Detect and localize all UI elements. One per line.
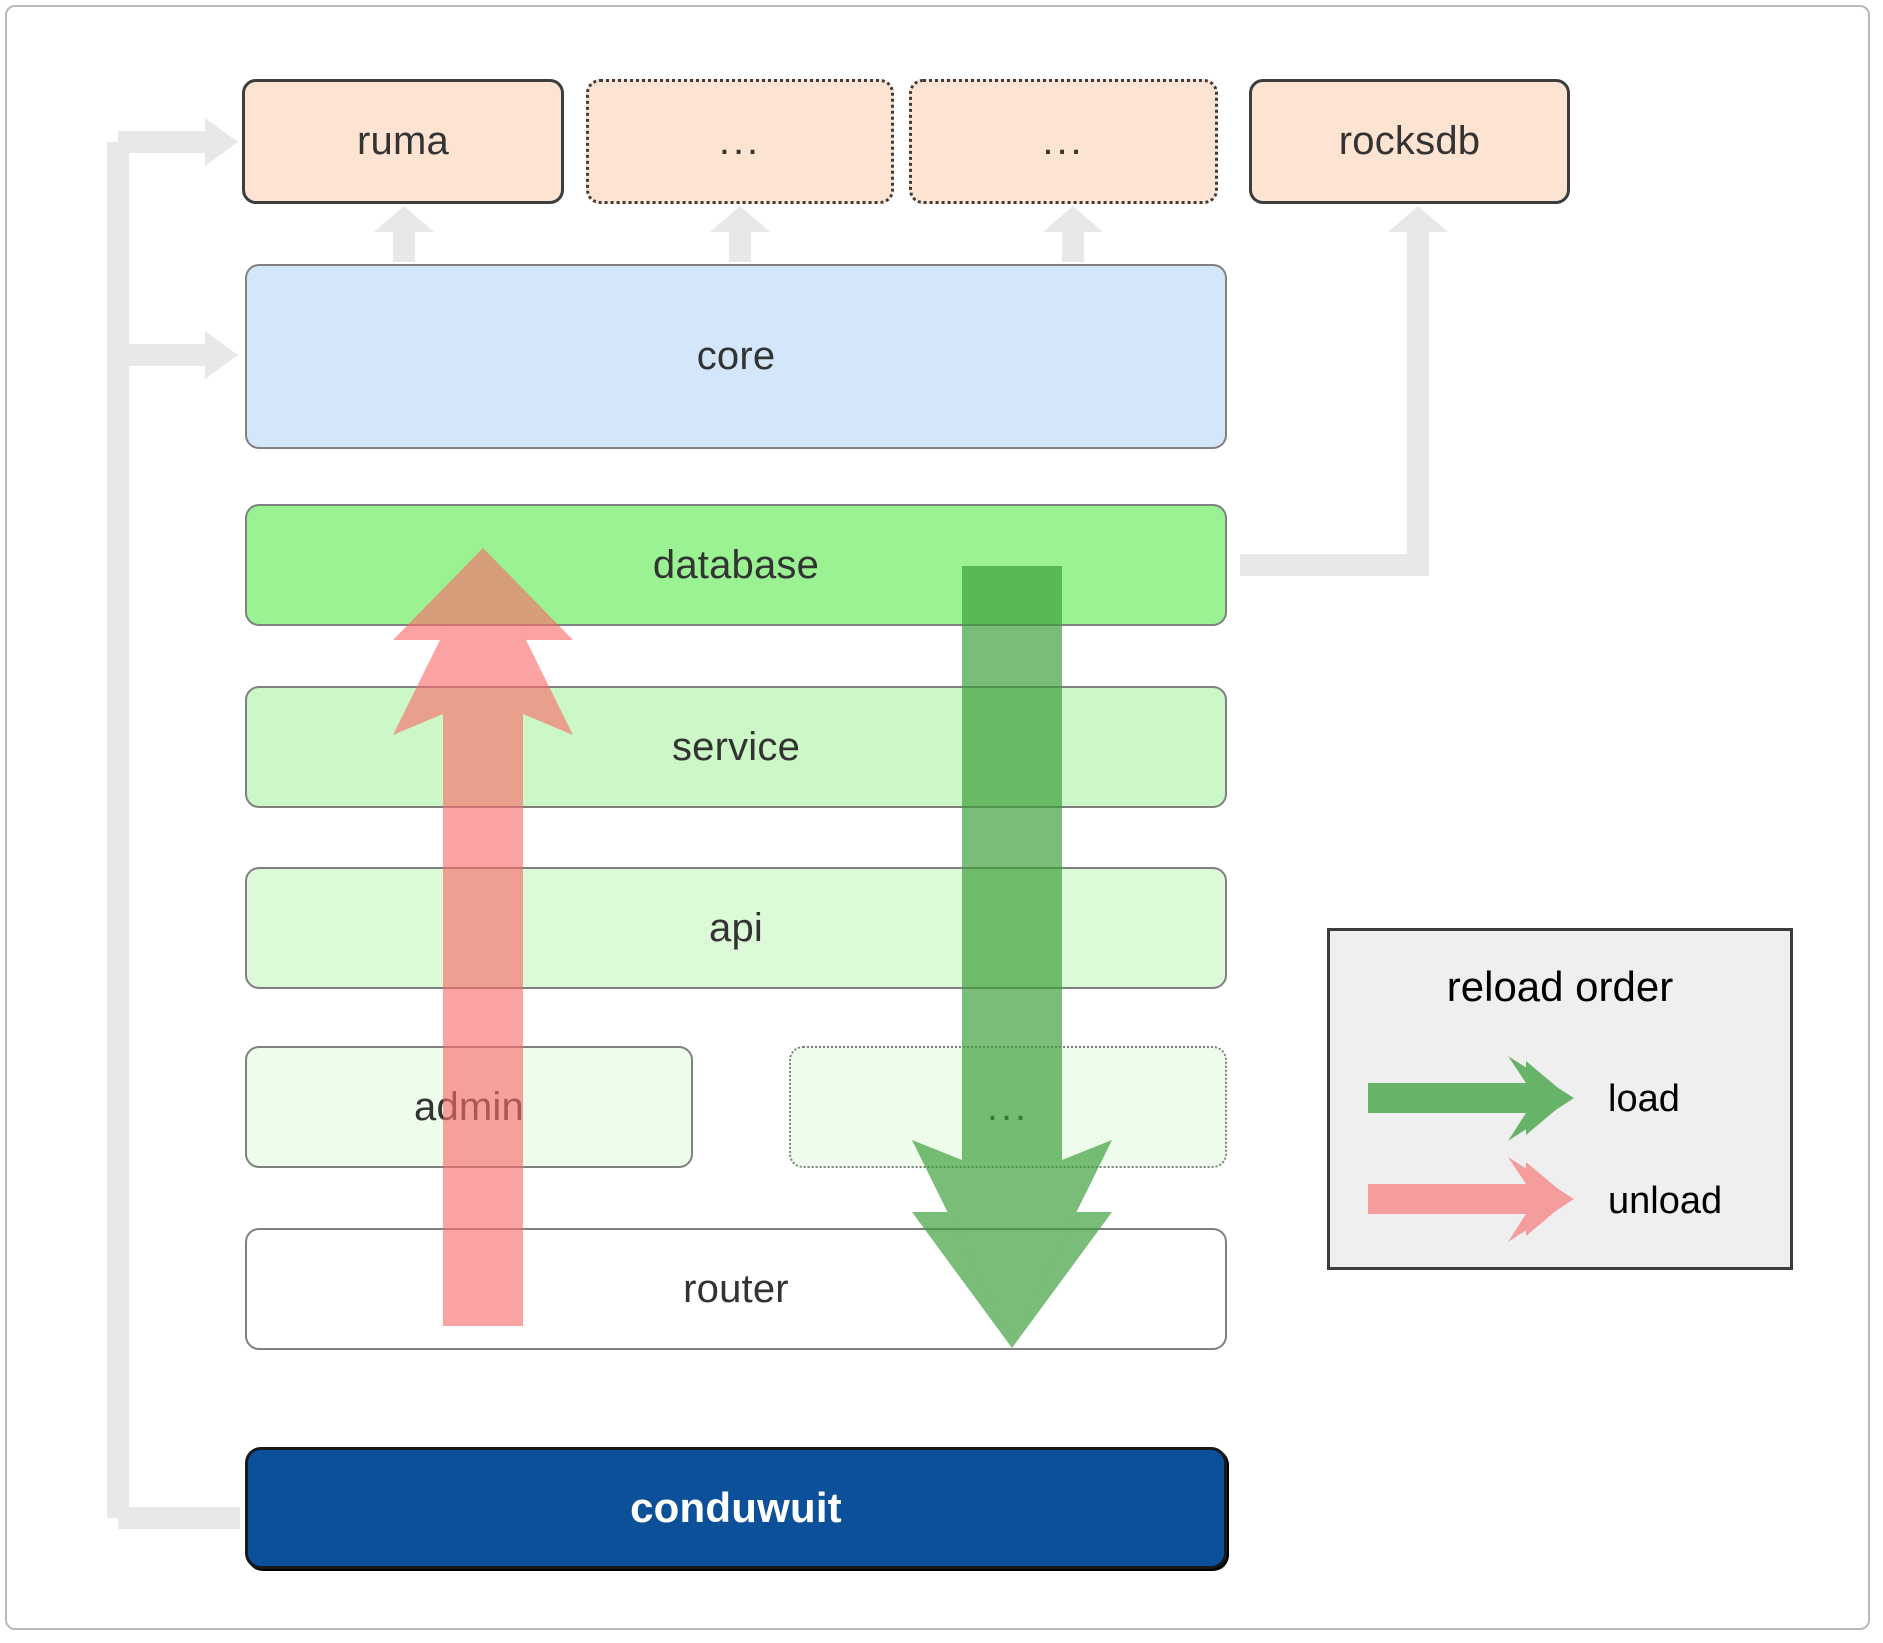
node-conduwuit-label: conduwuit [630, 1484, 842, 1531]
node-ellipsis-top-1[interactable]: ... [586, 79, 894, 204]
node-ruma-label: ruma [357, 119, 449, 163]
node-core-label: core [696, 334, 776, 378]
node-database[interactable]: database [245, 504, 1227, 626]
node-ellipsis-mid-label: ... [986, 1084, 1030, 1129]
load-arrow-icon [1368, 1056, 1574, 1141]
node-conduwuit[interactable]: conduwuit [245, 1447, 1227, 1569]
node-rocksdb[interactable]: rocksdb [1249, 79, 1570, 204]
legend-title: reload order [1446, 963, 1674, 1010]
legend-arrow-icons [1368, 1056, 1574, 1242]
node-api-label: api [709, 905, 763, 950]
node-ellipsis-top-1-label: ... [718, 119, 762, 163]
node-admin[interactable]: admin [245, 1046, 693, 1168]
legend-reload-order: reload order load unload [1327, 928, 1793, 1270]
node-service[interactable]: service [245, 686, 1227, 808]
node-database-label: database [652, 542, 820, 587]
node-admin-label: admin [414, 1084, 524, 1129]
node-ellipsis-top-2[interactable]: ... [909, 79, 1218, 204]
node-ellipsis-top-2-label: ... [1042, 119, 1085, 163]
node-ellipsis-mid[interactable]: ... [789, 1046, 1227, 1168]
unload-arrow-icon [1368, 1157, 1574, 1242]
node-router-label: router [683, 1266, 789, 1311]
node-router[interactable]: router [245, 1228, 1227, 1350]
legend-label-load: load [1608, 1078, 1680, 1120]
node-service-label: service [671, 724, 801, 769]
node-core[interactable]: core [245, 264, 1227, 449]
diagram-outer-frame [5, 5, 1870, 1630]
node-rocksdb-label: rocksdb [1338, 119, 1481, 163]
node-api[interactable]: api [245, 867, 1227, 989]
legend-label-unload: unload [1608, 1180, 1723, 1222]
node-ruma[interactable]: ruma [242, 79, 564, 204]
